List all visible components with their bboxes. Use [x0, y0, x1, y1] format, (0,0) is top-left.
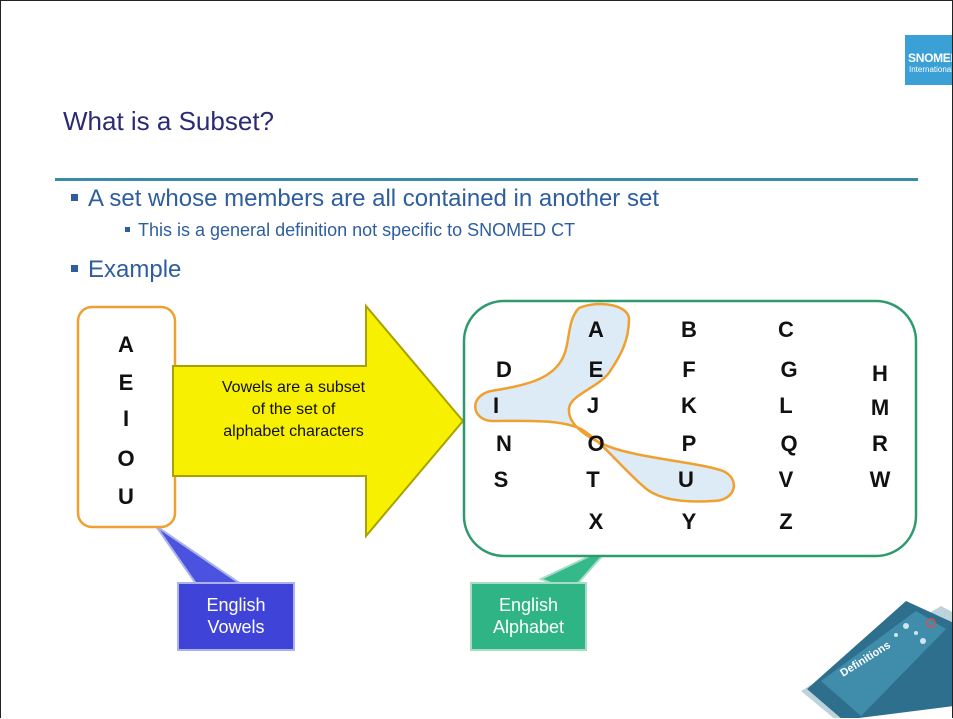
title-divider — [55, 178, 918, 181]
alphabet-letter: Z — [779, 509, 793, 534]
alphabet-letter: J — [586, 393, 600, 418]
arrow-label-line3: alphabet characters — [223, 423, 364, 440]
alphabet-letter: G — [780, 357, 798, 382]
alphabet-letter: P — [681, 431, 697, 456]
alphabet-callout-line1: English — [498, 595, 559, 615]
alphabet-letter: X — [588, 509, 604, 534]
alphabet-letter: V — [778, 467, 794, 492]
alphabet-letter: E — [588, 357, 604, 382]
alphabet-letter: H — [872, 361, 888, 386]
alphabet-letter: U — [678, 467, 694, 492]
vowels-callout-line1: English — [206, 595, 266, 615]
bullet-1: A set whose members are all contained in… — [71, 185, 659, 213]
vowel-letter: E — [118, 370, 134, 395]
bullet-marker — [71, 194, 78, 202]
alphabet-letter: C — [778, 317, 794, 342]
arrow-label: Vowels are a subset of the set of alphab… — [176, 377, 411, 443]
vowel-letter: U — [118, 484, 134, 509]
alphabet-letter: M — [870, 395, 890, 420]
vowel-letter: I — [122, 406, 130, 431]
alphabet-letter: R — [872, 431, 888, 456]
alphabet-letter: I — [492, 393, 500, 418]
vowels-callout-label: English Vowels — [178, 594, 294, 638]
alphabet-callout-box — [470, 582, 587, 651]
alphabet-letter: Y — [681, 509, 697, 534]
alphabet-letter: Q — [780, 431, 798, 456]
vowel-letter: O — [117, 446, 135, 471]
vowel-highlight-outline — [474, 302, 736, 503]
alphabet-letter: A — [588, 317, 604, 342]
vowels-callout-box — [177, 582, 295, 651]
alphabet-letter: D — [496, 357, 512, 382]
alphabet-letter: O — [587, 431, 605, 456]
bullet-marker — [71, 265, 78, 273]
bullet-1-sub-text: This is a general definition not specifi… — [138, 220, 576, 240]
bullet-1-sub: This is a general definition not specifi… — [125, 219, 575, 241]
bullet-1-text: A set whose members are all contained in… — [88, 185, 659, 212]
alphabet-letter: K — [681, 393, 697, 418]
snomed-logo: SNOMED International — [905, 35, 953, 85]
bullet-2: Example — [71, 256, 181, 284]
vowels-callout-line2: Vowels — [207, 617, 265, 637]
vowels-callout-tail — [155, 525, 255, 592]
arrow-label-line2: of the set of — [251, 401, 336, 418]
subset-arrow — [172, 303, 465, 539]
alphabet-letter: W — [869, 467, 891, 492]
alphabet-callout-label: English Alphabet — [471, 594, 586, 638]
bullet-2-text: Example — [88, 256, 182, 283]
vowel-letter: A — [118, 332, 134, 357]
alphabet-letter: L — [779, 393, 793, 418]
logo-line2: International — [909, 65, 953, 74]
logo-line1: SNOMED — [908, 51, 952, 65]
definitions-book-image — [801, 601, 952, 718]
arrow-label-line1: Vowels are a subset — [221, 379, 366, 396]
alphabet-letter: T — [586, 467, 600, 492]
alphabet-letter: S — [493, 467, 509, 492]
slide-title: What is a Subset? — [63, 106, 274, 136]
alphabet-letter: B — [681, 317, 697, 342]
alphabet-callout-line2: Alphabet — [492, 617, 565, 637]
alphabet-letter: N — [496, 431, 512, 456]
bullet-marker — [125, 226, 130, 232]
alphabet-letter: F — [682, 357, 696, 382]
